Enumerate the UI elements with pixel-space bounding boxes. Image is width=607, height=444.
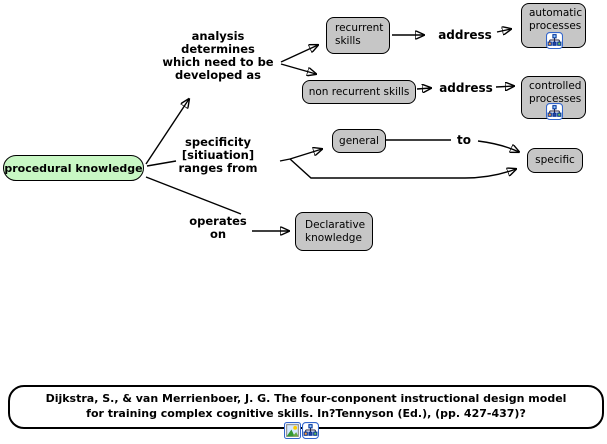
concept-non-recurrent-skills[interactable]: non recurrent skills bbox=[302, 80, 416, 104]
citation-resource-icons bbox=[284, 422, 319, 439]
concept-map-icon[interactable] bbox=[546, 32, 563, 49]
linking-phrase-specificity[interactable]: specificity [sitiuation] ranges from bbox=[178, 135, 258, 175]
concept-map-icon[interactable] bbox=[302, 422, 319, 439]
concept-declarative-knowledge[interactable]: Declarative knowledge bbox=[295, 212, 373, 251]
linking-phrase-address-bottom[interactable]: address bbox=[439, 81, 493, 95]
concept-recurrent-skills[interactable]: recurrent skills bbox=[326, 17, 390, 54]
concept-procedural-knowledge[interactable]: procedural knowledge bbox=[3, 155, 144, 181]
linking-phrase-analysis[interactable]: analysis determines which need to be dev… bbox=[162, 29, 274, 82]
concept-map-icon[interactable] bbox=[546, 103, 563, 120]
citation-box[interactable]: Dijkstra, S., & van Merrienboer, J. G. T… bbox=[8, 385, 604, 429]
image-icon[interactable] bbox=[284, 422, 301, 439]
linking-phrase-address-top[interactable]: address bbox=[438, 28, 492, 42]
linking-phrase-operates-on[interactable]: operates on bbox=[189, 214, 247, 241]
linking-phrase-to[interactable]: to bbox=[457, 133, 471, 147]
citation-text: Dijkstra, S., & van Merrienboer, J. G. T… bbox=[45, 392, 567, 420]
concept-general[interactable]: general bbox=[332, 129, 386, 153]
concept-specific[interactable]: specific bbox=[527, 148, 583, 173]
